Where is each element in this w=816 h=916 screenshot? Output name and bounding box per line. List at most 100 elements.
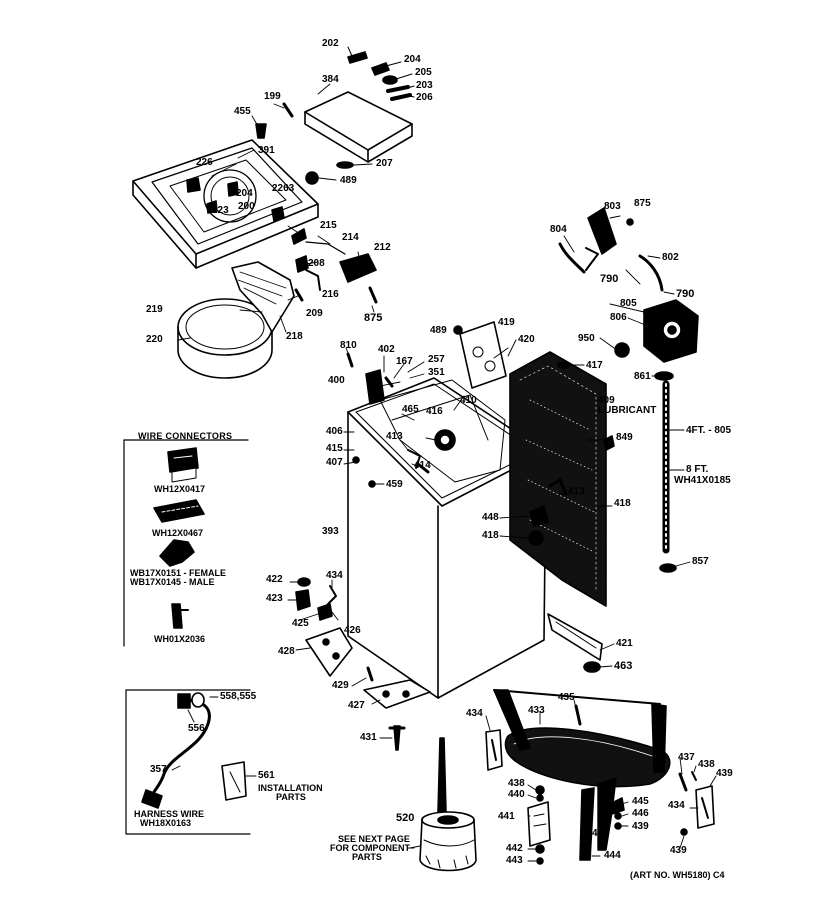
part-861 bbox=[654, 371, 674, 381]
label-444: 444 bbox=[604, 850, 621, 861]
label-950: 950 bbox=[578, 333, 595, 344]
leg-front bbox=[579, 787, 595, 861]
label-414: 414 bbox=[414, 460, 431, 471]
next-page-line2: FOR COMPONENT bbox=[330, 843, 410, 853]
label-406: 406 bbox=[326, 426, 343, 437]
part-434 bbox=[327, 585, 337, 605]
label-lubricant: LUBRICANT bbox=[598, 405, 657, 416]
next-page-line1: SEE NEXT PAGE bbox=[338, 834, 410, 844]
lid-384 bbox=[304, 91, 413, 151]
label-384: 384 bbox=[322, 74, 339, 85]
label-446: 446 bbox=[632, 808, 649, 819]
part-208 bbox=[295, 255, 309, 273]
connector-label-1: WH12X0417 bbox=[154, 484, 206, 494]
label-426: 426 bbox=[344, 625, 361, 636]
label-208: 208 bbox=[308, 258, 325, 269]
label-8ft-part: WH41X0185 bbox=[674, 475, 731, 486]
label-223: 223 bbox=[212, 205, 229, 216]
base-433 bbox=[504, 727, 671, 788]
label-410: 410 bbox=[460, 395, 477, 406]
bracket-455 bbox=[255, 123, 267, 139]
label-413b: 413 bbox=[568, 486, 585, 497]
label-439c: 439 bbox=[670, 845, 687, 856]
part-204 bbox=[371, 62, 390, 76]
label-226: 226 bbox=[196, 157, 213, 168]
label-520: 520 bbox=[396, 812, 415, 824]
part-489 bbox=[305, 171, 319, 185]
installation-parts-line1: INSTALLATION bbox=[258, 783, 323, 793]
rod-214 bbox=[305, 241, 346, 255]
label-434c: 434 bbox=[668, 800, 685, 811]
label-429: 429 bbox=[332, 680, 349, 691]
hinge-202 bbox=[347, 51, 368, 64]
label-790b: 790 bbox=[676, 288, 695, 300]
label-393: 393 bbox=[322, 526, 339, 537]
label-2263: 2263 bbox=[272, 183, 295, 194]
label-415: 415 bbox=[326, 443, 343, 454]
label-209: 209 bbox=[306, 308, 323, 319]
label-443: 443 bbox=[506, 855, 523, 866]
art-number: (ART NO. WH5180) C4 bbox=[630, 870, 725, 880]
connector-wh01x2036 bbox=[171, 603, 183, 629]
label-441: 441 bbox=[498, 811, 515, 822]
part-448 bbox=[529, 505, 549, 527]
label-433: 433 bbox=[528, 705, 545, 716]
part-422 bbox=[297, 577, 311, 587]
label-257: 257 bbox=[428, 354, 445, 365]
label-434b: 434 bbox=[466, 708, 483, 719]
part-429 bbox=[366, 666, 374, 682]
part-418b bbox=[528, 530, 544, 546]
label-203: 203 bbox=[416, 80, 433, 91]
label-199: 199 bbox=[264, 91, 281, 102]
bolt-431 bbox=[393, 725, 401, 751]
label-8ft: 8 FT. bbox=[686, 464, 709, 475]
label-438: 438 bbox=[698, 759, 715, 770]
label-402: 402 bbox=[378, 344, 395, 355]
bracket-421 bbox=[547, 613, 603, 661]
label-439b: 439 bbox=[632, 821, 649, 832]
label-790a: 790 bbox=[600, 273, 619, 285]
label-357: 357 bbox=[150, 764, 167, 775]
connector-wh12x0417 bbox=[167, 447, 199, 473]
label-561: 561 bbox=[258, 770, 275, 781]
switch-400 bbox=[365, 369, 385, 405]
label-391: 391 bbox=[258, 145, 275, 156]
wire-connectors-title: WIRE CONNECTORS bbox=[138, 431, 233, 441]
label-202: 202 bbox=[322, 38, 339, 49]
part-216 bbox=[305, 269, 321, 291]
label-206: 206 bbox=[416, 92, 433, 103]
label-220: 220 bbox=[146, 334, 163, 345]
label-351: 351 bbox=[428, 367, 445, 378]
label-459: 459 bbox=[386, 479, 403, 490]
label-861: 861 bbox=[634, 371, 651, 382]
label-442: 442 bbox=[506, 843, 523, 854]
label-423: 423 bbox=[266, 593, 283, 604]
shaft bbox=[437, 737, 447, 813]
label-419: 419 bbox=[498, 317, 515, 328]
connector-label-5: WH01X2036 bbox=[154, 634, 206, 644]
label-413: 413 bbox=[386, 431, 403, 442]
label-805: 805 bbox=[620, 298, 637, 309]
valve-803 bbox=[587, 207, 617, 255]
hinge-215 bbox=[291, 228, 307, 245]
label-489b: 489 bbox=[430, 325, 447, 336]
label-428: 428 bbox=[278, 646, 295, 657]
part-463 bbox=[583, 661, 601, 673]
label-418: 418 bbox=[482, 530, 499, 541]
label-804: 804 bbox=[550, 224, 567, 235]
label-219: 219 bbox=[146, 304, 163, 315]
label-427: 427 bbox=[348, 700, 365, 711]
plate-428 bbox=[305, 627, 353, 677]
screw-199 bbox=[282, 102, 294, 118]
connector-label-3: WB17X0151 - FEMALE bbox=[130, 568, 227, 578]
label-440: 440 bbox=[508, 789, 525, 800]
label-416: 416 bbox=[426, 406, 443, 417]
label-400: 400 bbox=[328, 375, 345, 386]
label-875: 875 bbox=[364, 312, 383, 324]
hose-802 bbox=[638, 254, 664, 292]
label-849: 849 bbox=[616, 432, 633, 443]
part-205 bbox=[382, 75, 398, 85]
label-212: 212 bbox=[374, 242, 391, 253]
label-437: 437 bbox=[678, 752, 695, 763]
